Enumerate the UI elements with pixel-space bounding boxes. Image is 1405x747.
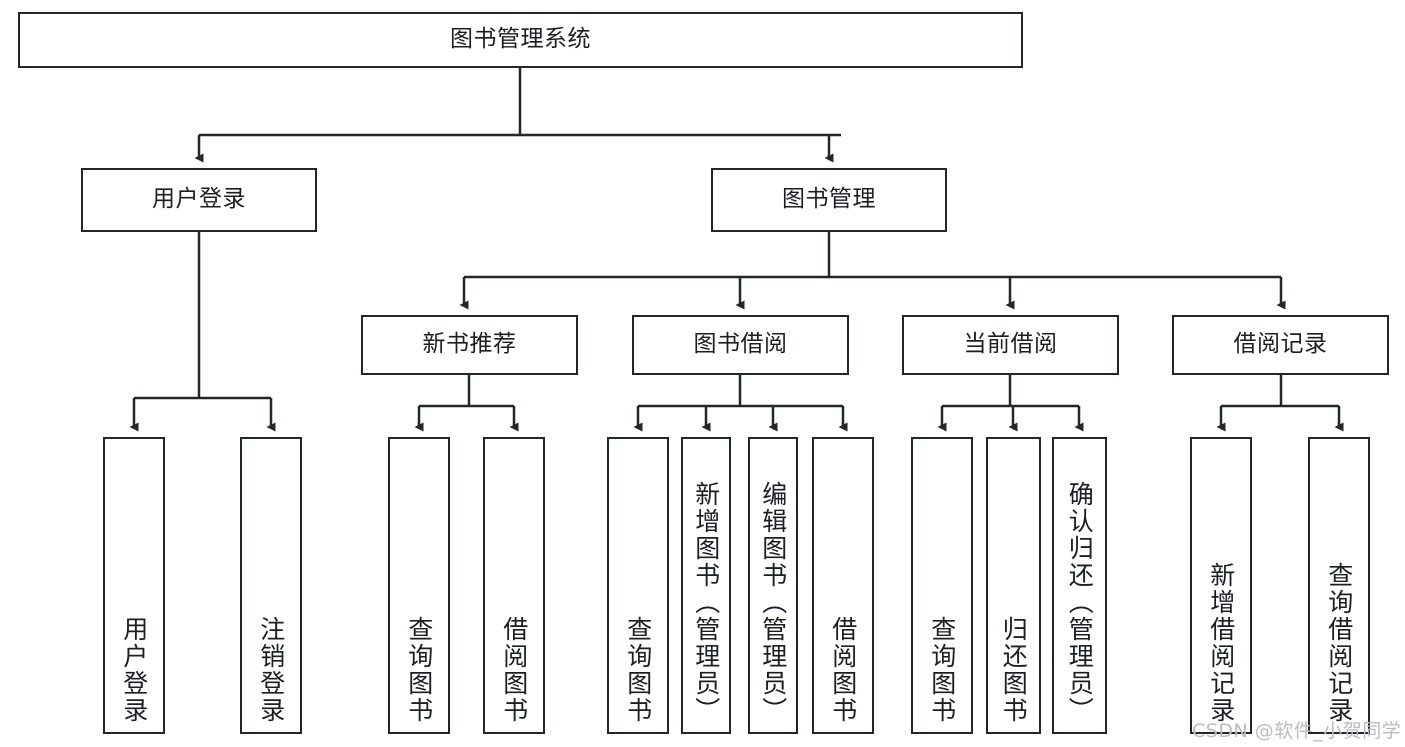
- node-leaf-borrow-book-recommend[interactable]: 借阅图书: [483, 437, 545, 734]
- node-book-borrow[interactable]: 图书借阅: [632, 315, 849, 375]
- node-root-system[interactable]: 图书管理系统: [18, 12, 1023, 68]
- node-leaf-borrow-book-label: 借阅图书: [828, 616, 858, 724]
- node-leaf-query-book-recommend-label: 查询图书: [404, 616, 434, 724]
- node-new-book-recommend-label: 新书推荐: [422, 331, 517, 358]
- node-leaf-logout-login-label: 注销登录: [256, 616, 286, 724]
- node-leaf-return-book[interactable]: 归还图书: [986, 437, 1041, 734]
- node-leaf-add-borrow-record-label: 新增借阅记录: [1206, 562, 1236, 724]
- node-user-login[interactable]: 用户登录: [81, 168, 317, 232]
- node-new-book-recommend[interactable]: 新书推荐: [361, 315, 578, 375]
- csdn-watermark: CSDN @软件_小贺同学: [1192, 720, 1402, 742]
- node-leaf-user-login-label: 用户登录: [119, 616, 149, 724]
- node-leaf-confirm-return[interactable]: 确认归还（管理员）: [1052, 437, 1107, 734]
- node-leaf-edit-book[interactable]: 编辑图书（管理员）: [748, 437, 798, 734]
- node-leaf-query-book-current-label: 查询图书: [927, 616, 957, 724]
- node-leaf-add-borrow-record[interactable]: 新增借阅记录: [1190, 437, 1252, 734]
- node-leaf-edit-book-label: 编辑图书（管理员）: [758, 481, 788, 724]
- node-borrow-record[interactable]: 借阅记录: [1172, 315, 1389, 375]
- node-book-manage-label: 图书管理: [782, 186, 876, 213]
- node-leaf-query-book-borrow[interactable]: 查询图书: [607, 437, 669, 734]
- node-leaf-query-borrow-record[interactable]: 查询借阅记录: [1308, 437, 1370, 734]
- node-user-login-label: 用户登录: [152, 186, 246, 213]
- node-leaf-query-book-recommend[interactable]: 查询图书: [388, 437, 450, 734]
- node-leaf-add-book[interactable]: 新增图书（管理员）: [681, 437, 731, 734]
- node-leaf-add-book-label: 新增图书（管理员）: [691, 481, 721, 724]
- node-leaf-borrow-book[interactable]: 借阅图书: [812, 437, 874, 734]
- node-current-borrow-label: 当前借阅: [963, 331, 1058, 358]
- node-leaf-confirm-return-label: 确认归还（管理员）: [1065, 481, 1095, 724]
- node-root-label: 图书管理系统: [450, 26, 591, 53]
- node-borrow-record-label: 借阅记录: [1233, 331, 1328, 358]
- node-book-borrow-label: 图书借阅: [693, 331, 788, 358]
- node-leaf-borrow-book-recommend-label: 借阅图书: [499, 616, 529, 724]
- node-leaf-query-book-borrow-label: 查询图书: [623, 616, 653, 724]
- node-leaf-query-borrow-record-label: 查询借阅记录: [1324, 562, 1354, 724]
- node-leaf-return-book-label: 归还图书: [999, 616, 1029, 724]
- node-leaf-query-book-current[interactable]: 查询图书: [911, 437, 973, 734]
- node-leaf-logout-login[interactable]: 注销登录: [240, 437, 302, 734]
- node-leaf-user-login[interactable]: 用户登录: [103, 437, 165, 734]
- node-book-manage[interactable]: 图书管理: [711, 168, 947, 232]
- node-current-borrow[interactable]: 当前借阅: [902, 315, 1119, 375]
